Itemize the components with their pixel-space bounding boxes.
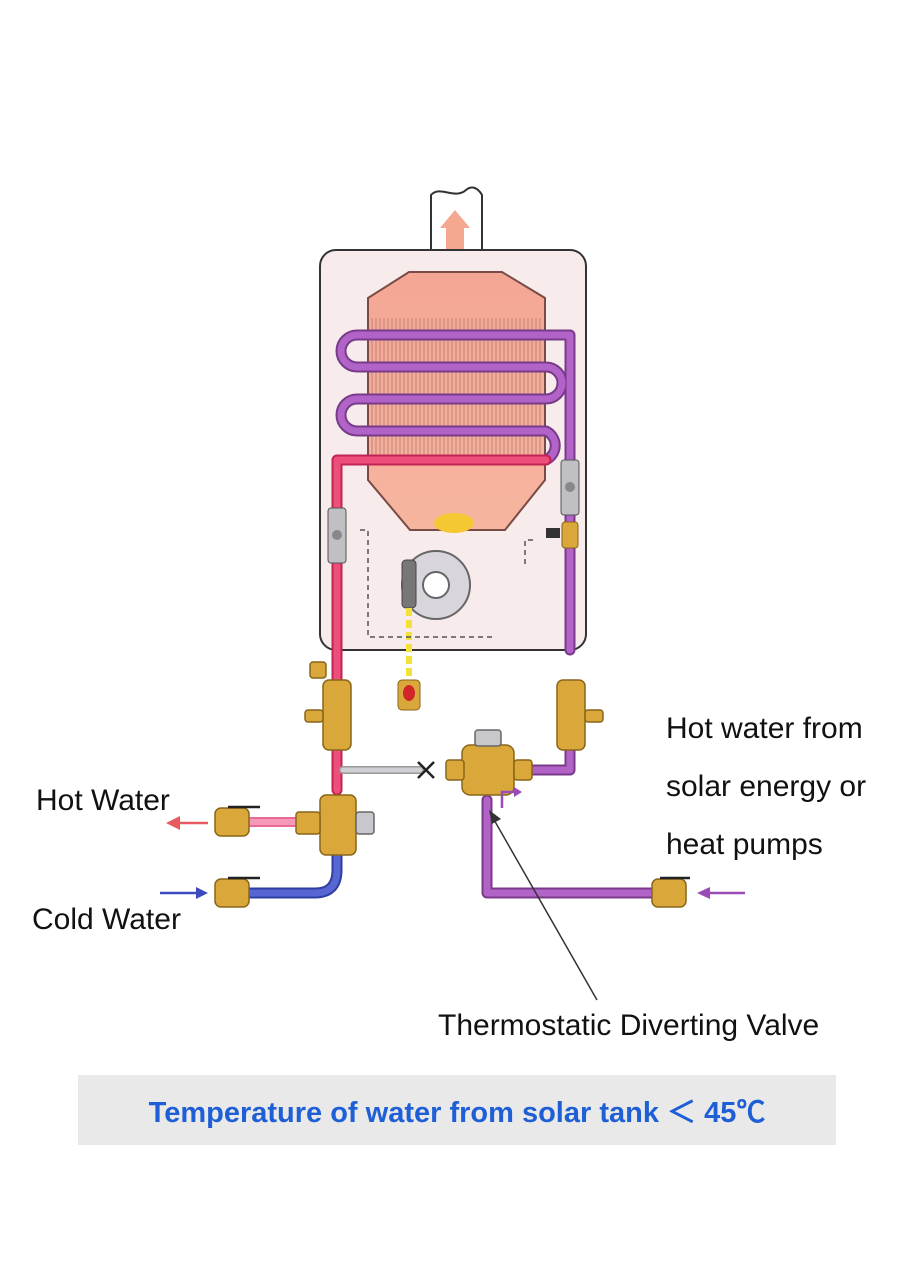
outlet-pipes: [234, 684, 666, 899]
cold-water-in-arrow-icon: [160, 887, 208, 899]
exhaust-arrow-icon: [440, 210, 470, 250]
solar-inlet-valve: [546, 521, 579, 549]
hot-valve-top: [309, 661, 327, 679]
fan-unit: [401, 550, 471, 620]
flow-sensor-right: [560, 459, 580, 516]
temperature-caption-text: Temperature of water from solar tank ＜ 4…: [148, 1097, 766, 1129]
flow-arrow-icon: [500, 790, 516, 808]
valve-label: Thermostatic Diverting Valve: [438, 1009, 820, 1042]
control-wire: [360, 529, 492, 638]
solar-inlet-ballvalve: [651, 878, 687, 908]
hot-water-out-arrow-icon: [166, 816, 208, 830]
closed-bypass-x-icon: [417, 761, 435, 779]
thermostatic-valve: [461, 744, 515, 796]
valve-handles: [228, 805, 690, 880]
solar-source-line-1: Hot water from: [666, 712, 863, 745]
valve-leader-line: [489, 810, 598, 1001]
cold-water-label: Cold Water: [32, 903, 181, 936]
mixing-valve: [319, 794, 357, 856]
hot-valve-upper: [322, 679, 352, 751]
solar-source-line-3: heat pumps: [666, 828, 823, 861]
gas-valve: [397, 679, 421, 711]
temperature-caption: Temperature of water from solar tank ＜ 4…: [78, 1075, 836, 1145]
hot-outlet-ballvalve: [214, 807, 250, 837]
flow-sensor-left: [327, 507, 347, 564]
cold-inlet-ballvalve: [214, 878, 250, 908]
flue-pipe: [430, 186, 483, 256]
control-wire-right: [524, 539, 533, 565]
solar-source-line-2: solar energy or: [666, 770, 867, 803]
heat-exchanger-fins: [371, 318, 541, 462]
solar-valve-upper: [556, 679, 586, 751]
hot-water-label: Hot Water: [36, 784, 170, 817]
solar-in-arrow-icon: [697, 887, 745, 899]
burner-flame: [434, 513, 474, 533]
brass-fittings: [214, 661, 687, 908]
